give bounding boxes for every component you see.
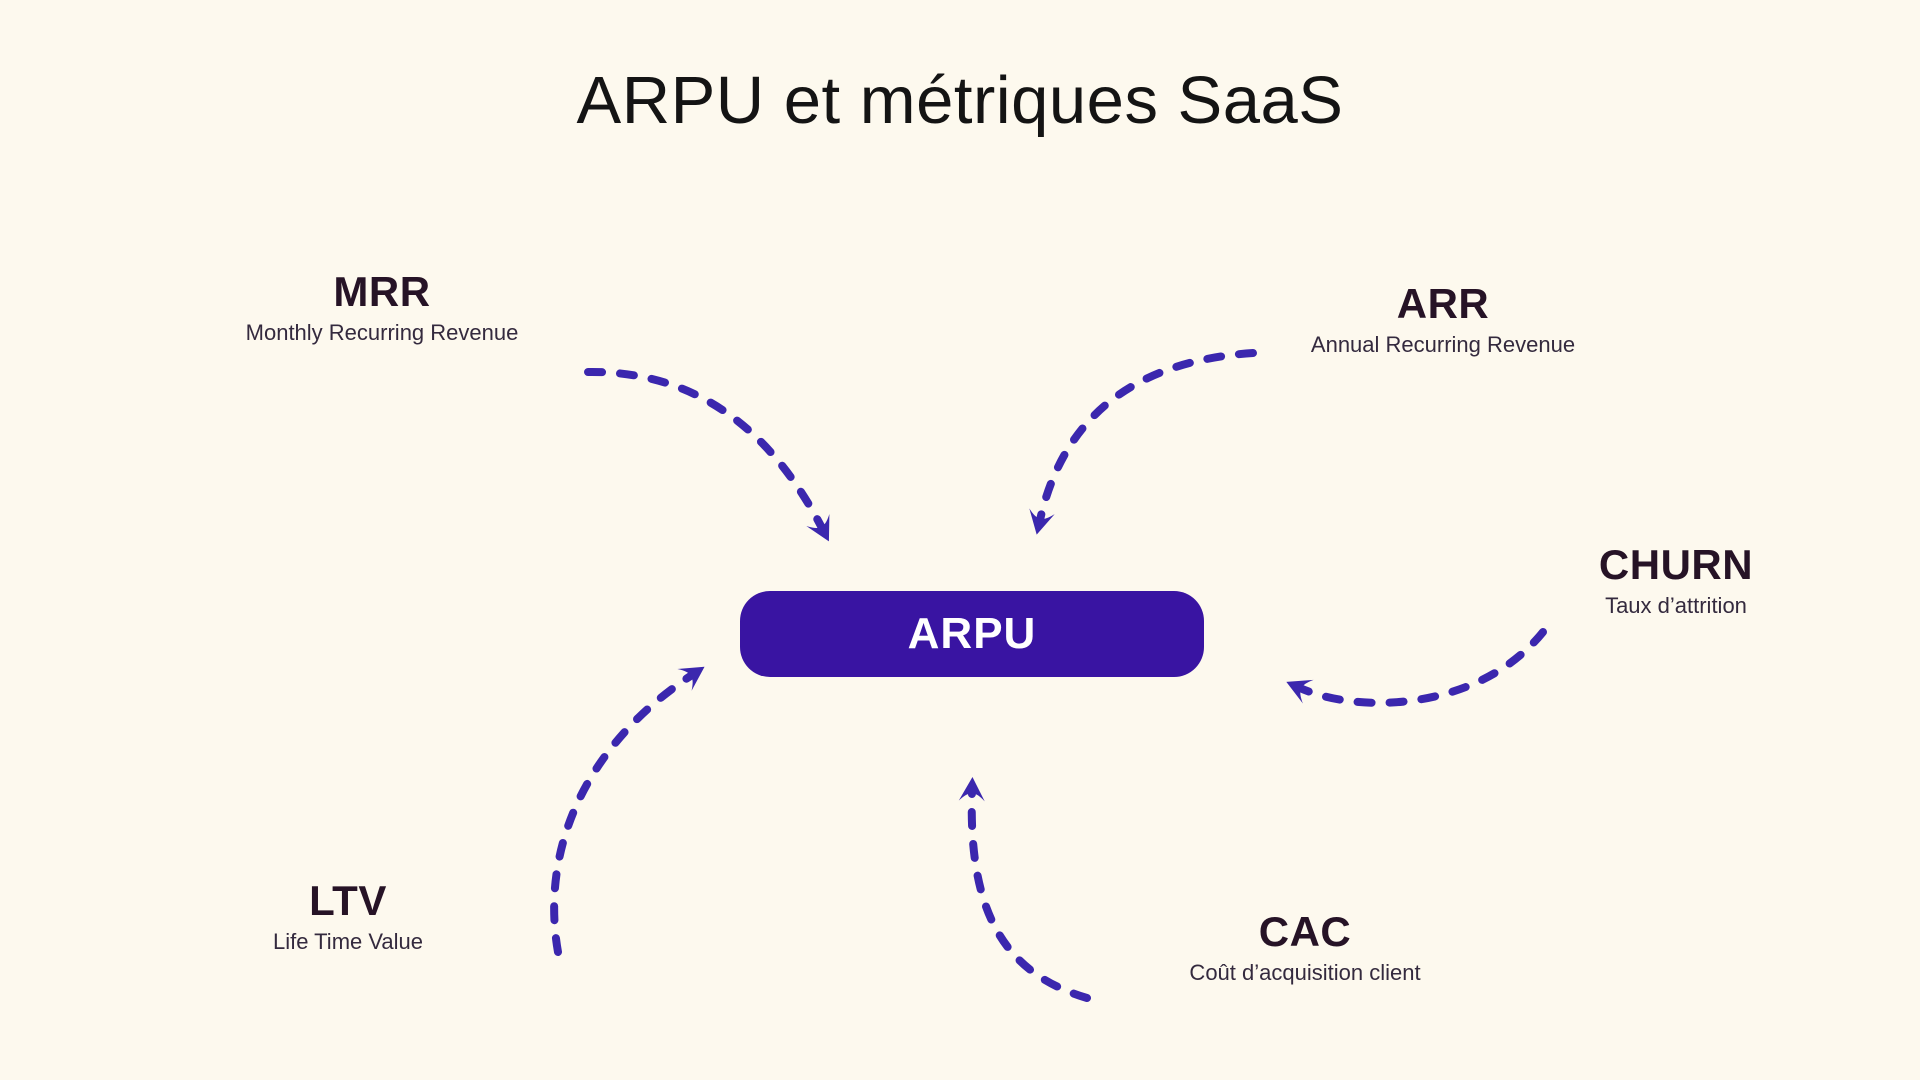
node-arr: ARR Annual Recurring Revenue xyxy=(1310,280,1576,359)
node-churn: CHURN Taux d’attrition xyxy=(1598,541,1754,620)
node-cac-desc: Coût d’acquisition client xyxy=(1189,960,1421,986)
node-ltv-desc: Life Time Value xyxy=(272,929,424,955)
node-ltv-abbr: LTV xyxy=(309,877,387,924)
node-arr-desc: Annual Recurring Revenue xyxy=(1310,332,1576,358)
arpu-center-label: ARPU xyxy=(907,609,1037,658)
arrow-arr-to-arpu xyxy=(1029,349,1257,535)
node-cac: CAC Coût d’acquisition client xyxy=(1189,908,1421,987)
node-arr-abbr: ARR xyxy=(1396,280,1490,327)
node-ltv: LTV Life Time Value xyxy=(272,877,424,956)
arrow-mrr-to-arpu xyxy=(584,367,830,542)
node-cac-abbr: CAC xyxy=(1258,908,1352,955)
arpu-center-box: ARPU xyxy=(740,591,1204,677)
node-mrr-desc: Monthly Recurring Revenue xyxy=(245,320,519,346)
node-churn-desc: Taux d’attrition xyxy=(1605,593,1747,619)
node-mrr: MRR Monthly Recurring Revenue xyxy=(245,268,519,347)
arrow-cac-to-arpu xyxy=(958,777,1091,1002)
arrow-churn-to-arpu xyxy=(1286,628,1547,707)
arrow-ltv-to-arpu xyxy=(550,666,705,956)
node-mrr-abbr: MRR xyxy=(333,268,431,315)
page-title: ARPU et métriques SaaS xyxy=(576,63,1344,138)
node-churn-abbr: CHURN xyxy=(1598,541,1754,588)
